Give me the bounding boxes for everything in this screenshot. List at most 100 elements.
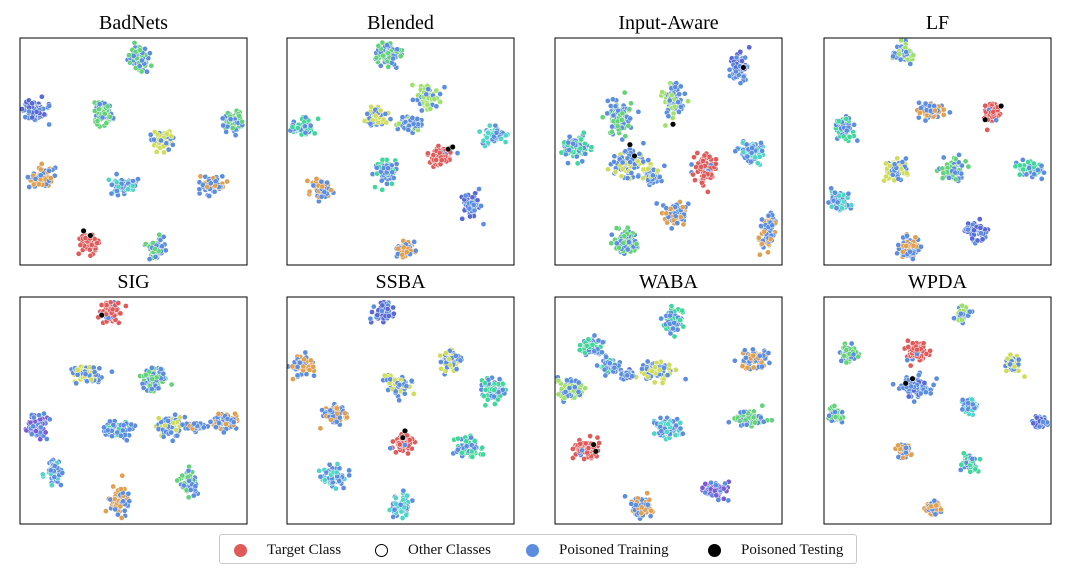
poisoned-training-point <box>136 63 143 69</box>
poisoned-training-point <box>725 419 732 426</box>
other-class-point <box>334 405 340 412</box>
poisoned-training-point <box>396 397 402 404</box>
other-class-point <box>737 48 744 55</box>
poisoned-training-point <box>891 161 898 168</box>
other-class-point <box>400 244 407 251</box>
poisoned-training-point <box>367 315 374 322</box>
other-class-point <box>971 227 977 234</box>
target-class-point <box>700 158 706 164</box>
target-class-point <box>699 179 705 186</box>
poisoned-training-point <box>324 179 330 186</box>
other-class-point <box>392 495 399 501</box>
other-class-point <box>204 183 211 190</box>
other-class-point <box>310 363 317 370</box>
poisoned-training-point <box>302 114 309 121</box>
other-class-point <box>443 350 449 356</box>
other-class-point <box>437 352 444 359</box>
poisoned-training-point <box>478 203 484 209</box>
other-class-point <box>385 64 392 70</box>
poisoned-training-point <box>1041 169 1047 176</box>
other-class-point <box>328 187 334 193</box>
other-class-point <box>391 310 397 317</box>
poisoned-training-point <box>657 415 664 421</box>
other-class-point <box>616 244 623 251</box>
poisoned-training-point <box>149 365 155 371</box>
poisoned-training-point <box>471 207 478 214</box>
poisoned-training-point <box>151 136 157 143</box>
other-class-point <box>1025 159 1031 165</box>
poisoned-training-point <box>890 53 896 60</box>
poisoned-training-point <box>373 164 380 171</box>
poisoned-training-point <box>602 372 609 379</box>
other-class-point <box>588 144 595 151</box>
poisoned-training-point <box>47 467 54 474</box>
poisoned-training-point <box>148 386 155 392</box>
poisoned-training-point <box>192 483 199 490</box>
poisoned-training-point <box>452 353 459 359</box>
poisoned-training-point <box>769 222 776 229</box>
other-class-point <box>910 242 917 249</box>
poisoned-training-point <box>302 123 308 130</box>
other-class-point <box>104 103 111 110</box>
other-class-point <box>482 380 488 386</box>
other-class-point <box>389 180 395 187</box>
other-class-point <box>754 160 761 166</box>
other-class-point <box>107 114 113 120</box>
poisoned-training-point <box>73 380 80 387</box>
target-class-point <box>103 302 110 309</box>
poisoned-training-point <box>159 243 165 250</box>
other-class-point <box>399 515 406 521</box>
other-class-point <box>578 136 585 143</box>
other-class-point <box>585 336 592 343</box>
poisoned-training-point <box>401 390 408 397</box>
poisoned-training-point <box>126 498 133 505</box>
other-class-point <box>485 130 492 136</box>
poisoned-training-point <box>385 165 391 172</box>
other-class-point <box>437 99 444 105</box>
other-class-point <box>162 422 168 429</box>
poisoned-training-point <box>213 424 219 430</box>
other-class-point <box>502 132 509 139</box>
panel-title: BadNets <box>99 12 168 34</box>
poisoned-training-point <box>466 205 473 212</box>
other-class-point <box>41 111 48 118</box>
other-class-point <box>317 425 324 432</box>
other-class-point <box>315 115 321 122</box>
other-class-point <box>640 175 646 181</box>
poisoned-testing-point <box>87 232 94 239</box>
poisoned-training-point <box>190 492 197 499</box>
poisoned-training-point <box>307 122 314 129</box>
other-class-point <box>333 485 339 492</box>
poisoned-training-point <box>619 159 626 166</box>
poisoned-training-point <box>232 132 239 139</box>
target-class-point <box>700 173 707 179</box>
poisoned-training-point <box>58 482 64 488</box>
poisoned-training-point <box>688 161 695 168</box>
other-class-point <box>761 228 768 235</box>
poisoned-training-point <box>130 53 137 59</box>
poisoned-training-point <box>30 423 36 430</box>
poisoned-training-point <box>462 192 469 199</box>
poisoned-training-point <box>658 315 664 322</box>
target-class-point <box>984 127 991 133</box>
other-class-point <box>152 246 159 252</box>
poisoned-training-point <box>96 101 103 108</box>
other-class-point <box>664 428 670 435</box>
other-class-point <box>965 163 972 170</box>
poisoned-training-point <box>109 181 115 188</box>
poisoned-training-point <box>123 437 130 444</box>
target-class-point <box>75 250 82 257</box>
other-class-point <box>750 414 757 421</box>
poisoned-training-point <box>411 239 418 245</box>
other-class-point <box>621 89 628 96</box>
poisoned-testing-point <box>740 64 747 71</box>
other-class-point <box>633 241 640 247</box>
other-class-point <box>645 166 651 172</box>
poisoned-training-point <box>628 170 635 176</box>
other-class-point <box>37 436 44 443</box>
other-class-point <box>622 133 629 140</box>
poisoned-training-point <box>139 57 145 64</box>
other-class-point <box>752 419 758 426</box>
poisoned-training-point <box>681 90 688 97</box>
